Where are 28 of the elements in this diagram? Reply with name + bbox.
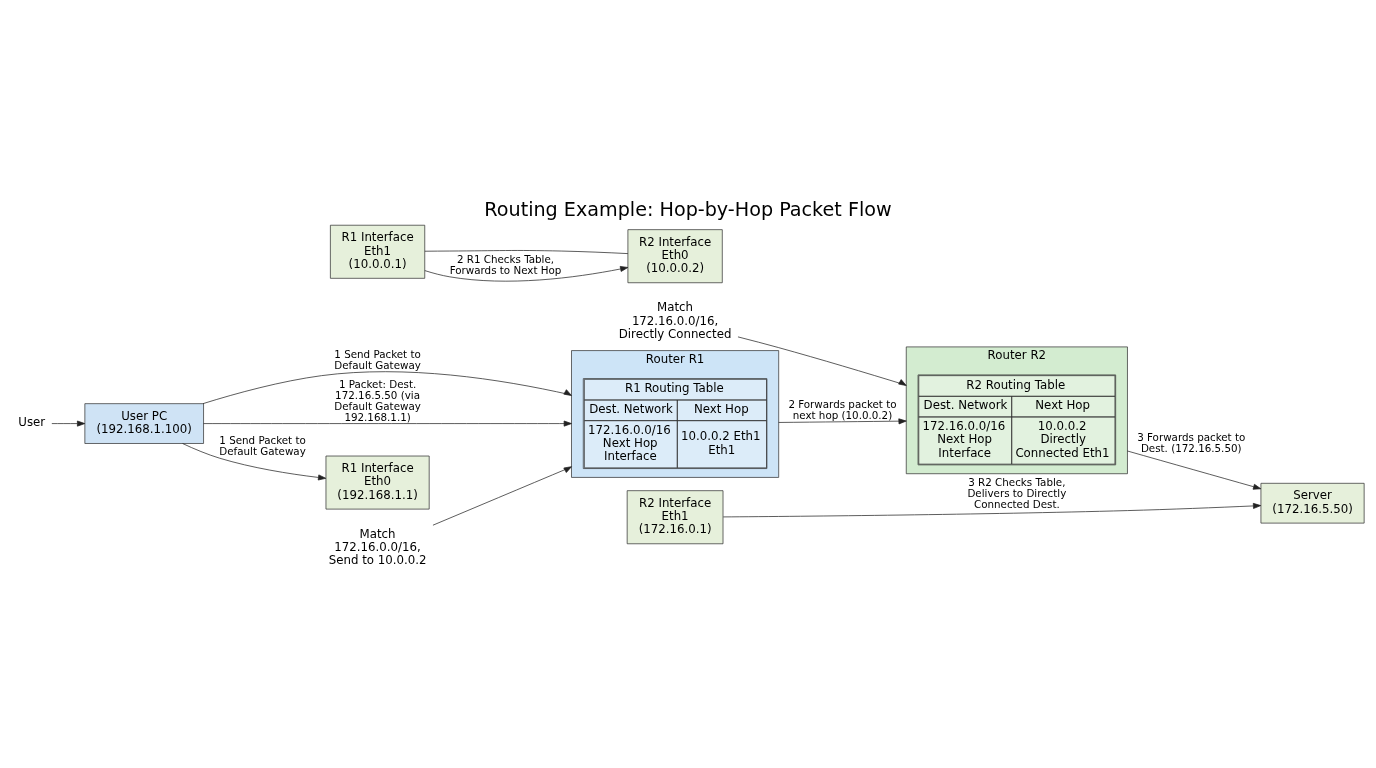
connector [424, 249, 629, 254]
edge-label: 2 Forwards packet to next hop (10.0.0.2) [788, 397, 897, 421]
edge-label: 1 Send Packet to Default Gateway [219, 433, 306, 457]
arrow [737, 336, 907, 386]
edge-label: 1 Send Packet to Default Gateway [334, 347, 421, 371]
node-text: Match 172.16.0.0/16, Send to 10.0.0.2 [328, 526, 427, 567]
arrow [722, 502, 1262, 517]
node-box: R1 Interface Eth1 (10.0.0.1) [330, 224, 426, 279]
diagram-title: Routing Example: Hop-by-Hop Packet Flow [484, 197, 892, 221]
edge-label: 2 R1 Checks Table, Forwards to Next Hop [449, 252, 562, 276]
node-text: Match 172.16.0.0/16, Directly Connected [618, 299, 732, 341]
node-box: R1 Interface Eth0 (192.168.1.1) [325, 455, 430, 509]
node-box: Server (172.16.5.50) [1260, 482, 1365, 523]
node-text: User [18, 414, 46, 429]
arrow [202, 370, 572, 404]
edge-label: 1 Packet: Dest. 172.16.5.50 (via Default Gateway 192.168.1.1) [334, 377, 421, 423]
arrow [182, 442, 327, 480]
node-box: R2 Interface Eth0 (10.0.0.2) [627, 228, 723, 283]
node-box: R2 Interface Eth1 (172.16.0.1) [626, 489, 724, 544]
arrow [424, 265, 629, 282]
arrow [778, 417, 907, 424]
arrow [51, 420, 86, 427]
arrow [203, 420, 572, 427]
edge-label: 3 R2 Checks Table, Delivers to Directly Connected Dest. [967, 475, 1067, 510]
node-box: User PC (192.168.1.100) [84, 402, 204, 444]
edge-label: 3 Forwards packet to Dest. (172.16.5.50) [1137, 430, 1246, 454]
arrow [1127, 450, 1262, 490]
arrow [432, 465, 572, 526]
